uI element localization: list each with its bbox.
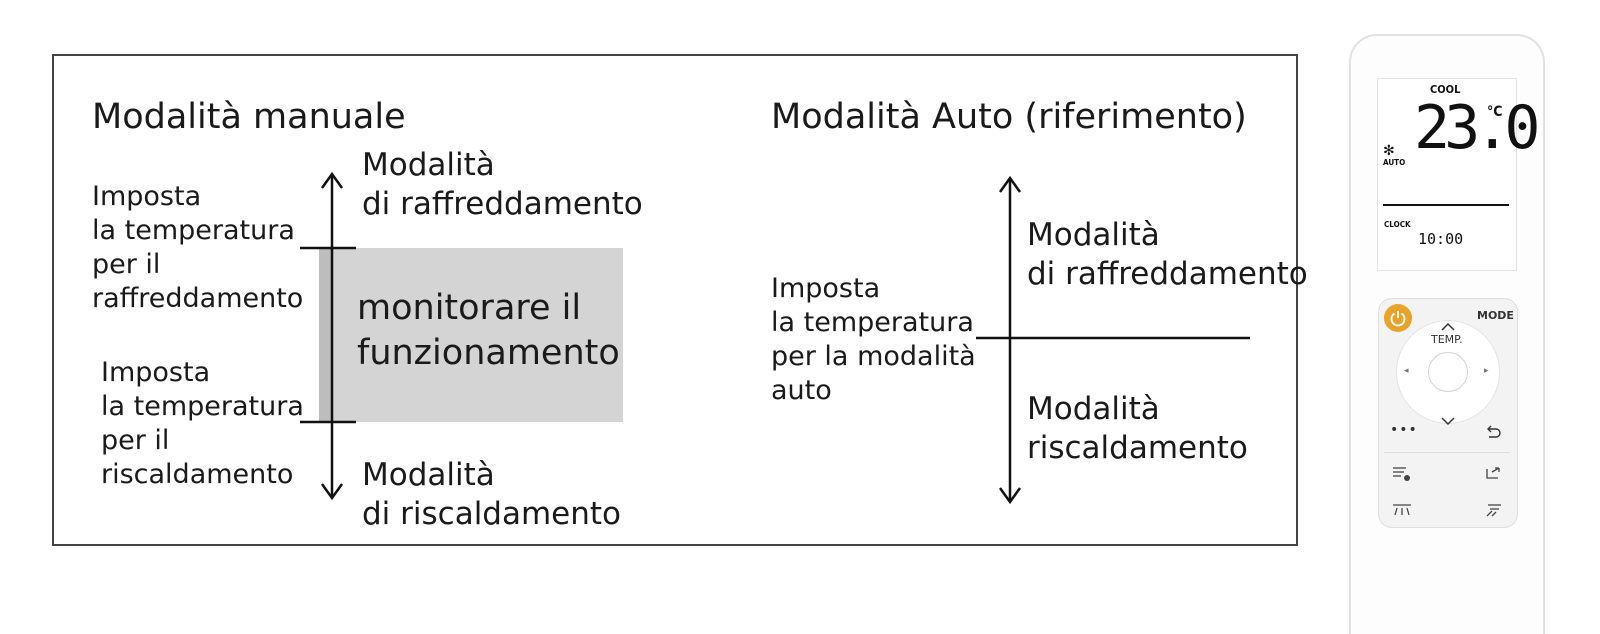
auto-mode-title: Modalità Auto (riferimento) <box>771 97 1247 137</box>
manual-mode-title: Modalità manuale <box>92 97 406 137</box>
temp-label: TEMP. <box>1431 333 1463 346</box>
set-heat-temp-label: Imposta la temperatura per il riscaldame… <box>101 357 304 490</box>
timer-icon[interactable] <box>1484 466 1504 482</box>
lcd-clock-time: 10:00 <box>1418 230 1464 248</box>
up-arrow-icon[interactable] <box>1440 322 1456 332</box>
manual-axis <box>300 171 356 501</box>
auto-heat-mode-label: Modalità riscaldamento <box>1027 391 1248 466</box>
swing-horizontal-icon[interactable] <box>1484 502 1504 518</box>
remote-lcd <box>1377 78 1517 271</box>
lcd-clock-label: CLOCK <box>1384 220 1411 229</box>
monitor-range-strip <box>319 248 333 422</box>
lcd-temperature: 23.0 <box>1414 93 1540 163</box>
more-button[interactable]: ••• <box>1390 422 1418 438</box>
back-icon[interactable] <box>1484 424 1502 440</box>
diagram-frame <box>52 54 1298 546</box>
lcd-fan-label: AUTO <box>1383 158 1406 167</box>
manual-up-arrowhead <box>320 171 344 189</box>
fan-icon: ✻ <box>1383 143 1395 159</box>
lcd-divider <box>1383 204 1509 206</box>
monitor-box <box>333 248 623 422</box>
manual-down-arrowhead <box>320 483 344 501</box>
manual-heat-mode-label: Modalità di riscaldamento <box>362 457 622 532</box>
power-button[interactable] <box>1384 304 1412 332</box>
monitor-text: monitorare il funzionamento <box>357 288 620 373</box>
auto-down-arrowhead <box>998 487 1022 505</box>
fan-speed-icon[interactable] <box>1392 466 1412 482</box>
lcd-unit: °C <box>1487 104 1503 120</box>
pad-divider <box>1384 452 1510 453</box>
swing-vertical-icon[interactable] <box>1391 502 1413 518</box>
power-icon <box>1390 311 1406 327</box>
right-arrow-icon[interactable]: ▸ <box>1484 366 1489 376</box>
lcd-mode-indicator: COOL <box>1430 83 1461 96</box>
auto-axis <box>976 175 1250 505</box>
down-arrow-icon[interactable] <box>1440 416 1456 426</box>
auto-up-arrowhead <box>998 175 1022 193</box>
manual-cool-mode-label: Modalità di raffreddamento <box>362 147 643 222</box>
set-cool-temp-label: Imposta la temperatura per il raffreddam… <box>92 181 304 314</box>
center-button[interactable] <box>1428 352 1468 392</box>
auto-cool-mode-label: Modalità di raffreddamento <box>1027 217 1308 292</box>
set-auto-temp-label: Imposta la temperatura per la modalità a… <box>771 273 976 406</box>
mode-button[interactable]: MODE <box>1477 309 1514 322</box>
left-arrow-icon[interactable]: ◂ <box>1404 366 1409 376</box>
